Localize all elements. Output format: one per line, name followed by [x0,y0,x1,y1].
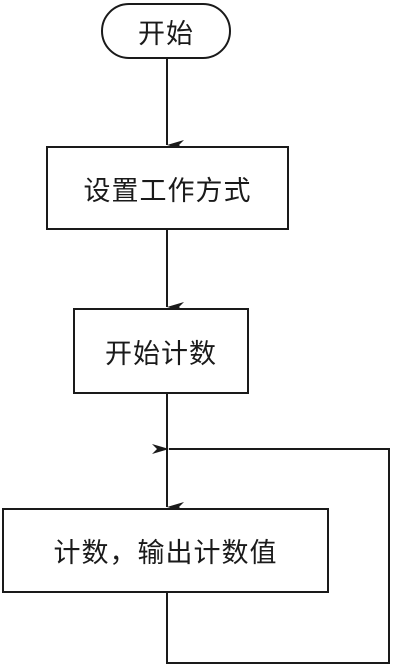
start-count-process-box: 开始计数 [73,308,249,394]
start-label: 开始 [138,18,194,50]
set-mode-process-box: 设置工作方式 [46,146,289,230]
start-terminator: 开始 [101,3,231,59]
set-mode-label: 设置工作方式 [83,175,252,207]
loop-back-connector [152,444,390,664]
start-count-label: 开始计数 [105,338,217,370]
count-output-label: 计数，输出计数值 [53,538,278,569]
count-output-process-box: 计数，输出计数值 [2,508,329,593]
